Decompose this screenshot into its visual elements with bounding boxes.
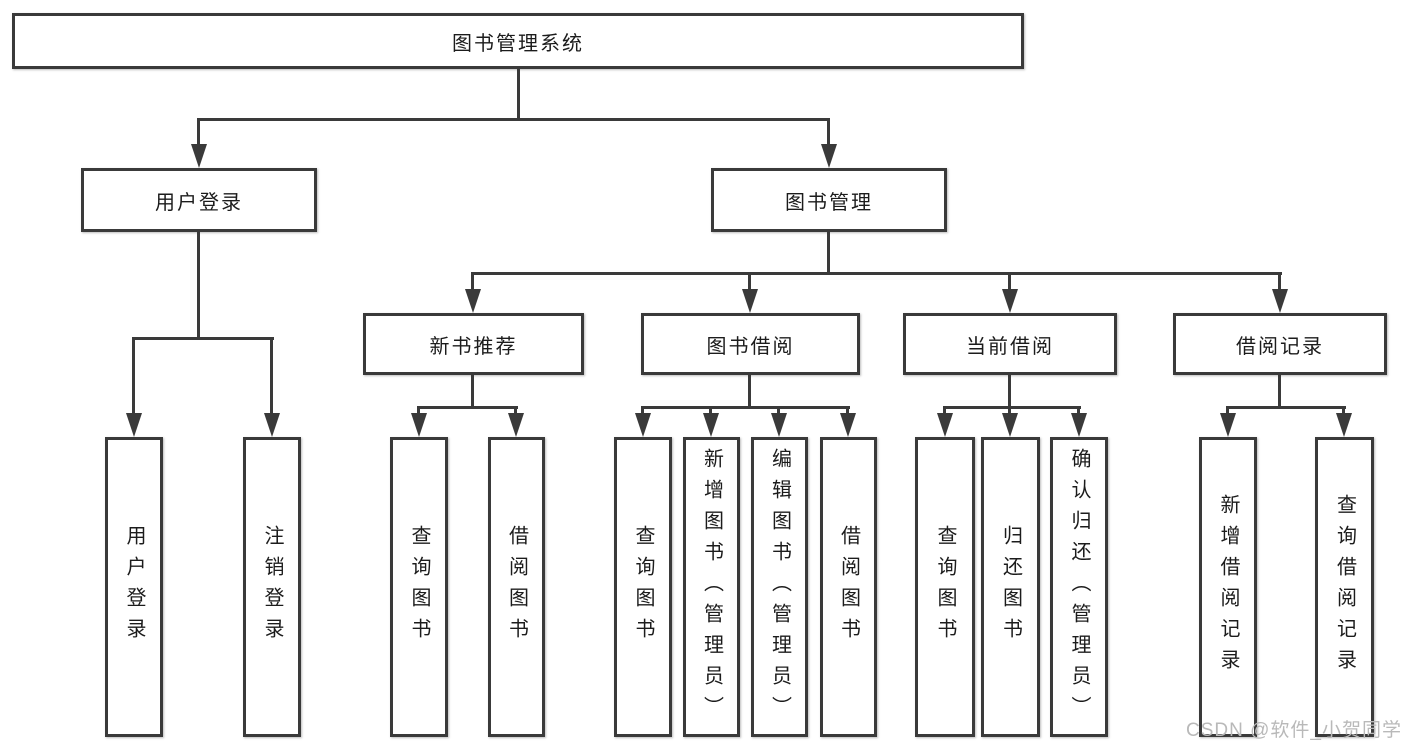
connector-line	[709, 406, 712, 416]
connector-line	[1077, 406, 1080, 416]
arrow-down-icon	[126, 413, 142, 437]
arrow-down-icon	[771, 413, 787, 437]
connector-line	[1226, 406, 1229, 416]
arrow-down-icon	[1336, 413, 1352, 437]
connector-line	[1008, 272, 1011, 291]
node-current-borrow: 当前借阅	[903, 313, 1117, 375]
leaf-recommend-query-book: 查询图书	[390, 437, 448, 737]
arrow-down-icon	[1071, 413, 1087, 437]
connector-line	[846, 406, 849, 416]
connector-line	[748, 375, 751, 409]
node-borrow-records: 借阅记录	[1173, 313, 1387, 375]
connector-line	[1342, 406, 1345, 416]
arrow-down-icon	[1002, 289, 1018, 313]
connector-line	[270, 337, 273, 415]
leaf-borrow-edit-book-admin: 编辑图书（管理员）	[751, 437, 808, 737]
node-user-login: 用户登录	[81, 168, 317, 232]
connector-line	[197, 232, 200, 337]
arrow-down-icon	[1220, 413, 1236, 437]
leaf-records-query-record: 查询借阅记录	[1315, 437, 1374, 737]
arrow-down-icon	[465, 289, 481, 313]
arrow-down-icon	[821, 144, 837, 168]
node-new-book-recommend: 新书推荐	[363, 313, 584, 375]
connector-line	[943, 406, 1081, 409]
connector-line	[1278, 272, 1281, 291]
watermark: CSDN @软件_小贺同学	[1186, 720, 1402, 741]
connector-line	[417, 406, 518, 409]
arrow-down-icon	[742, 289, 758, 313]
leaf-recommend-borrow-book: 借阅图书	[488, 437, 545, 737]
arrow-down-icon	[937, 413, 953, 437]
arrow-down-icon	[1002, 413, 1018, 437]
leaf-borrow-query-book: 查询图书	[614, 437, 672, 737]
connector-line	[641, 406, 644, 416]
connector-line	[1278, 375, 1281, 409]
connector-line	[471, 272, 474, 291]
arrow-down-icon	[703, 413, 719, 437]
arrow-down-icon	[264, 413, 280, 437]
leaf-user-login: 用户登录	[105, 437, 163, 737]
connector-line	[1008, 375, 1011, 409]
leaf-records-add-record: 新增借阅记录	[1199, 437, 1257, 737]
arrow-down-icon	[1272, 289, 1288, 313]
arrow-down-icon	[508, 413, 524, 437]
connector-line	[1226, 406, 1346, 409]
node-book-borrow: 图书借阅	[641, 313, 860, 375]
leaf-current-return-book: 归还图书	[981, 437, 1040, 737]
connector-line	[1008, 406, 1011, 416]
connector-line	[641, 406, 850, 409]
connector-line	[132, 337, 274, 340]
connector-line	[197, 118, 200, 146]
connector-line	[748, 272, 751, 291]
arrow-down-icon	[840, 413, 856, 437]
connector-line	[517, 69, 520, 118]
leaf-current-confirm-return-admin: 确认归还（管理员）	[1050, 437, 1108, 737]
leaf-borrow-borrow-book: 借阅图书	[820, 437, 877, 737]
connector-line	[827, 118, 830, 146]
leaf-borrow-add-book-admin: 新增图书（管理员）	[683, 437, 740, 737]
node-root: 图书管理系统	[12, 13, 1024, 69]
connector-line	[943, 406, 946, 416]
connector-line	[132, 337, 135, 415]
connector-line	[417, 406, 420, 416]
leaf-current-query-book: 查询图书	[915, 437, 975, 737]
arrow-down-icon	[635, 413, 651, 437]
connector-line	[471, 272, 1282, 275]
node-book-management: 图书管理	[711, 168, 947, 232]
connector-line	[827, 232, 830, 275]
connector-line	[197, 118, 830, 121]
arrow-down-icon	[411, 413, 427, 437]
connector-line	[514, 406, 517, 416]
arrow-down-icon	[191, 144, 207, 168]
leaf-logout: 注销登录	[243, 437, 301, 737]
connector-line	[777, 406, 780, 416]
connector-line	[471, 375, 474, 409]
